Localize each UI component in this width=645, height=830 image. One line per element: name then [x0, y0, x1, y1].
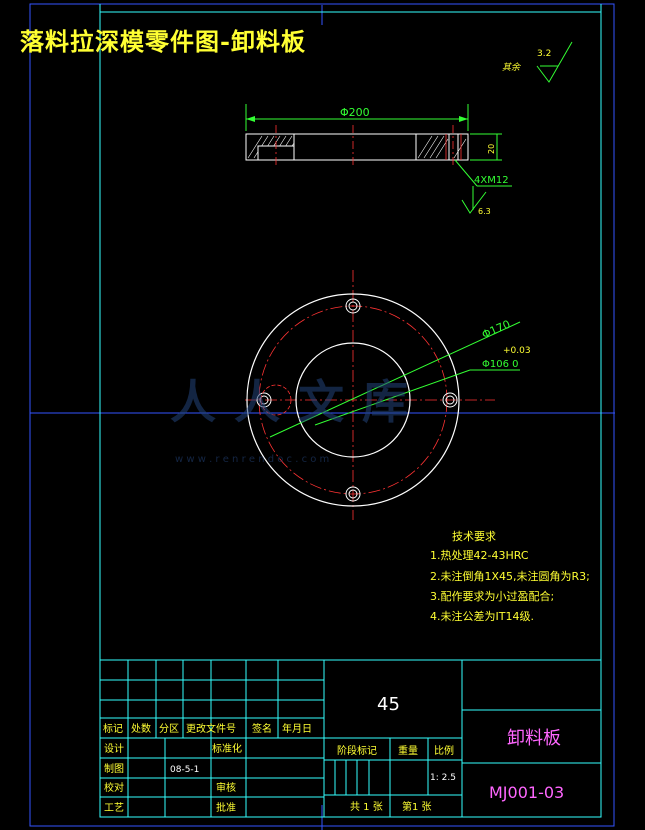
title-block-text: 45 卸料板 MJ001-03 标记 处数 分区 更改文件号 签名 年月日 设计…	[103, 694, 564, 814]
scale-label: 比例	[434, 744, 454, 757]
row-design: 设计	[104, 742, 124, 755]
row-review: 审核	[216, 781, 236, 794]
rev-h-2: 处数	[131, 722, 151, 735]
roughness-symbol: 其余 3.2	[502, 41, 573, 83]
rev-h-1: 标记	[103, 723, 123, 735]
thread-callout: 4XM12	[474, 175, 509, 186]
dim-outer: Φ170	[480, 318, 512, 342]
rev-h-3: 分区	[159, 723, 179, 735]
title-block	[99, 659, 602, 818]
tech-item-1: 1.热处理42-43HRC	[430, 549, 529, 562]
page-title: 落料拉深模零件图-卸料板	[20, 27, 306, 56]
watermark-url: w w w . r e n r e n d o c . c o m	[175, 454, 329, 465]
row-approve: 批准	[216, 801, 236, 814]
part-name: 卸料板	[507, 728, 561, 749]
dim-inner: Φ106 0	[482, 359, 519, 370]
thread-roughness: 6.3	[478, 207, 491, 216]
tech-item-4: 4.未注公差为IT14级.	[430, 609, 534, 623]
row-process: 工艺	[104, 802, 124, 814]
row-standard: 标准化	[212, 742, 242, 755]
weight-label: 重量	[398, 744, 418, 757]
inner-bore	[295, 342, 411, 458]
roughness-label: 其余	[502, 62, 521, 73]
row-check: 校对	[104, 781, 124, 794]
watermark-brand: 人人文库	[170, 375, 426, 429]
stage-label: 阶段标记	[337, 744, 377, 757]
roughness-value: 3.2	[537, 49, 551, 59]
outer-border	[29, 3, 615, 827]
row-draw: 制图	[104, 762, 124, 775]
bolt-circle	[258, 305, 448, 495]
scale-value: 1: 2.5	[430, 773, 456, 783]
rev-h-4: 更改文件号	[186, 722, 236, 735]
dim-diameter-200: Φ200	[340, 106, 370, 119]
drawing-date: 08-5-1	[170, 765, 199, 775]
drawing-no: MJ001-03	[489, 783, 564, 802]
material: 45	[377, 694, 400, 715]
section-view: Φ200	[245, 104, 512, 216]
tech-item-3: 3.配作要求为小过盈配合;	[430, 589, 554, 603]
tech-requirements: 技术要求 1.热处理42-43HRC 2.未注倒角1X45,未注圆角为R3; 3…	[430, 530, 590, 623]
dim-inner-tol: +0.03	[503, 346, 531, 356]
sheet-total: 共 1 张	[350, 801, 383, 813]
watermark: 人人文库 w w w . r e n r e n d o c . c o m	[170, 375, 426, 465]
dim-thickness: 20	[487, 144, 496, 154]
rev-h-6: 年月日	[282, 722, 312, 735]
tech-heading: 技术要求	[452, 530, 496, 543]
outer-circle	[246, 293, 460, 507]
rev-h-5: 签名	[252, 722, 272, 735]
tech-item-2: 2.未注倒角1X45,未注圆角为R3;	[430, 569, 590, 583]
sheet-no: 第1 张	[402, 800, 432, 813]
